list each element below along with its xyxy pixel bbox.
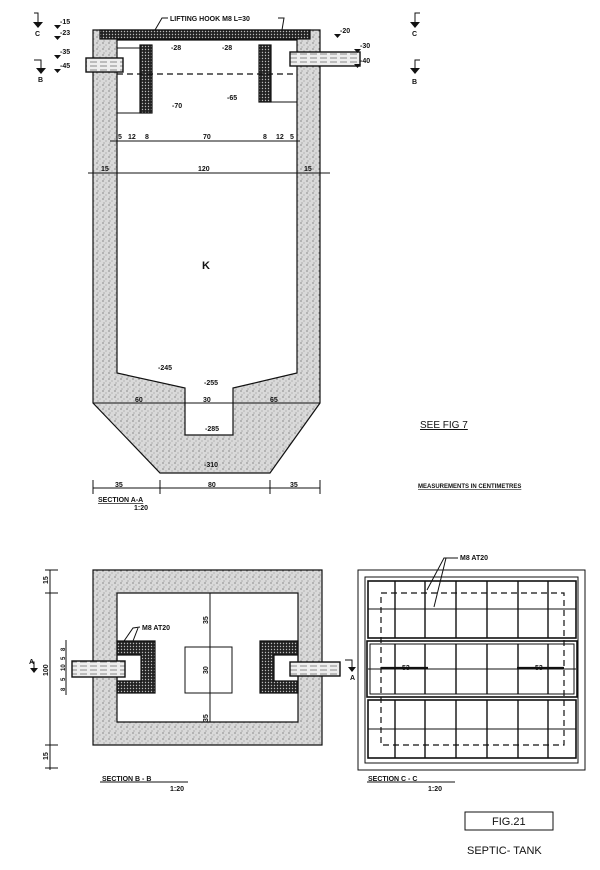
section-cc: 53 53 M8 AT20 SECTION C - C 1:20 [357, 555, 586, 793]
svg-text:120: 120 [198, 166, 210, 173]
outlet-baffle-plan [259, 640, 299, 694]
compartment-label: K [202, 260, 210, 272]
svg-text:-70: -70 [172, 103, 182, 110]
figure-label-box [464, 811, 554, 831]
svg-text:60: 60 [135, 397, 143, 404]
svg-text:-285: -285 [205, 426, 219, 433]
inlet-baffle [139, 44, 153, 114]
svg-text:15: 15 [101, 166, 109, 173]
levels-right: -20 -30 -40 [334, 28, 370, 68]
levels-inner: -28 -28 -70 -65 -245 -255 -285 -310 [158, 45, 237, 469]
section-cc-scale: 1:20 [428, 786, 442, 793]
svg-text:-30: -30 [360, 43, 370, 50]
rebar-label-cc: M8 AT20 [460, 555, 488, 562]
svg-text:-15: -15 [60, 19, 70, 26]
section-mark-b-left: B [34, 59, 46, 84]
section-mark-b-right: B [410, 59, 420, 86]
svg-text:35: 35 [290, 482, 298, 489]
svg-text:5: 5 [61, 656, 67, 660]
dimension-base-row: 35 80 35 [92, 480, 321, 494]
section-mark-c-left: C [33, 12, 43, 38]
dimension-width-row: 15 120 15 [88, 166, 330, 174]
section-mark-c-right: C [410, 12, 420, 38]
svg-text:8: 8 [263, 134, 267, 141]
svg-text:35: 35 [115, 482, 123, 489]
section-aa-scale: 1:20 [134, 505, 148, 512]
sump-outline [184, 646, 233, 694]
svg-text:-20: -20 [340, 28, 350, 35]
svg-text:8: 8 [61, 647, 67, 651]
svg-text:B: B [412, 79, 417, 86]
svg-text:35: 35 [203, 714, 210, 722]
section-bb: M8 AT20 A A 15 100 15 8 5 10 5 8 35 30 3… [29, 569, 356, 793]
svg-text:10: 10 [61, 664, 67, 671]
inlet-pipe [85, 57, 124, 73]
dimension-vertical-pipe: 8 5 10 5 8 [61, 640, 67, 695]
svg-text:-40: -40 [360, 58, 370, 65]
svg-text:C: C [35, 31, 40, 38]
svg-text:-23: -23 [60, 30, 70, 37]
svg-text:-245: -245 [158, 365, 172, 372]
svg-text:-28: -28 [171, 45, 181, 52]
figure-number: FIG.21 [492, 816, 526, 828]
rebar-grid [368, 581, 576, 758]
svg-text:8: 8 [145, 134, 149, 141]
drawing-title: SEPTIC- TANK [467, 845, 542, 857]
svg-text:5: 5 [118, 134, 122, 141]
svg-text:C: C [412, 31, 417, 38]
svg-text:A: A [350, 675, 355, 682]
hook-mark-left: 53 [402, 665, 410, 672]
cover-slab [99, 29, 311, 40]
svg-text:80: 80 [208, 482, 216, 489]
cover-slab-middle [366, 640, 578, 698]
hook-mark-right: 53 [535, 665, 543, 672]
svg-text:30: 30 [203, 666, 210, 674]
svg-text:B: B [38, 77, 43, 84]
section-bb-title: SECTION B - B [102, 776, 151, 783]
svg-text:15: 15 [43, 576, 50, 584]
section-bb-scale: 1:20 [170, 786, 184, 793]
svg-text:15: 15 [304, 166, 312, 173]
svg-text:15: 15 [43, 752, 50, 760]
svg-text:12: 12 [276, 134, 284, 141]
inlet-pipe-plan [71, 660, 126, 678]
svg-text:5: 5 [61, 677, 67, 681]
svg-text:A: A [29, 659, 34, 666]
section-aa-title: SECTION A-A [98, 497, 143, 504]
units-note: MEASUREMENTS IN CENTIMETRES [418, 484, 521, 490]
section-aa: LIFTING HOOK M8 L=30 C B C B -15 -23 -35… [33, 12, 420, 512]
svg-text:65: 65 [270, 397, 278, 404]
section-cc-title: SECTION C - C [368, 776, 417, 783]
arrow-mark-a-right: A [345, 659, 356, 682]
svg-text:12: 12 [128, 134, 136, 141]
svg-text:5: 5 [290, 134, 294, 141]
svg-text:-45: -45 [60, 63, 70, 70]
arrow-mark-a-left: A [29, 659, 38, 673]
cover-outline [357, 569, 586, 771]
dimension-vertical-outer: 15 100 15 [43, 569, 58, 770]
dimension-vertical-center: 35 30 35 [203, 616, 210, 722]
svg-text:-28: -28 [222, 45, 232, 52]
levels-left: -15 -23 -35 -45 [54, 19, 70, 73]
svg-text:-310: -310 [204, 462, 218, 469]
svg-text:35: 35 [203, 616, 210, 624]
svg-text:70: 70 [203, 134, 211, 141]
svg-text:-65: -65 [227, 95, 237, 102]
svg-text:100: 100 [43, 664, 50, 676]
rebar-label-bb: M8 AT20 [142, 625, 170, 632]
svg-text:30: 30 [203, 397, 211, 404]
svg-text:8: 8 [61, 687, 67, 691]
hook-label: LIFTING HOOK M8 L=30 [170, 16, 250, 23]
outlet-pipe [289, 51, 361, 67]
svg-text:-35: -35 [60, 49, 70, 56]
outlet-pipe-plan [289, 661, 341, 677]
see-reference: SEE FIG 7 [420, 420, 468, 431]
tank-wall-section [92, 29, 321, 474]
svg-text:-255: -255 [204, 380, 218, 387]
dimension-floor-row: 60 30 65 [135, 397, 278, 404]
dimension-baffle-row: 5 12 8 70 8 12 5 [110, 134, 300, 142]
